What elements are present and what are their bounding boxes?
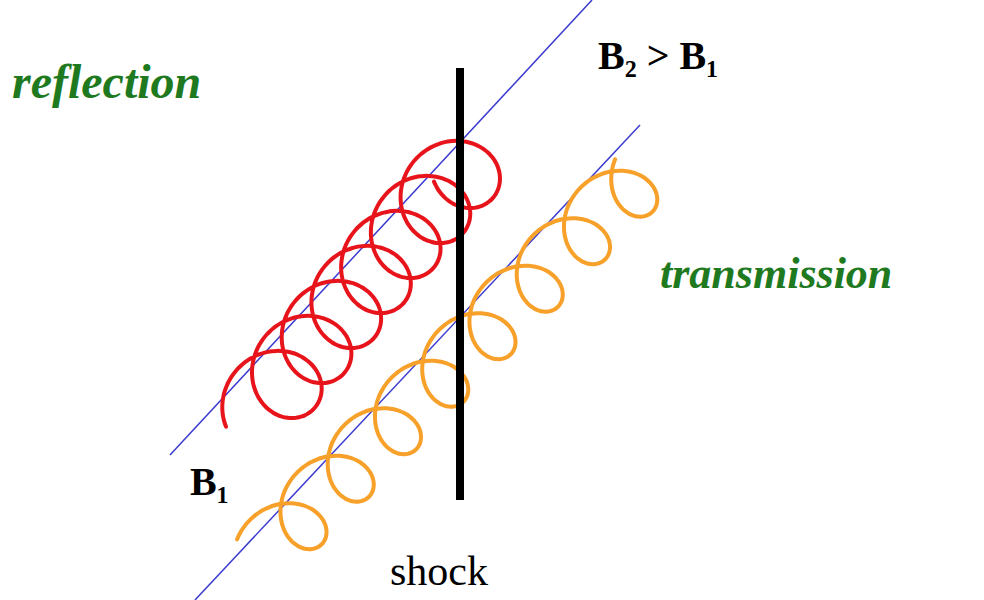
shock-label: shock	[390, 550, 488, 592]
field-line	[170, 0, 592, 455]
field-label: B₂ > B₁	[598, 36, 718, 76]
shock-front	[456, 68, 464, 500]
region-label: reflection	[12, 58, 201, 106]
particle-orbit	[237, 159, 657, 549]
region-label: transmission	[660, 252, 892, 296]
particle-orbits	[222, 141, 657, 549]
field-lines	[170, 0, 640, 600]
field-label: B₁	[190, 462, 229, 502]
